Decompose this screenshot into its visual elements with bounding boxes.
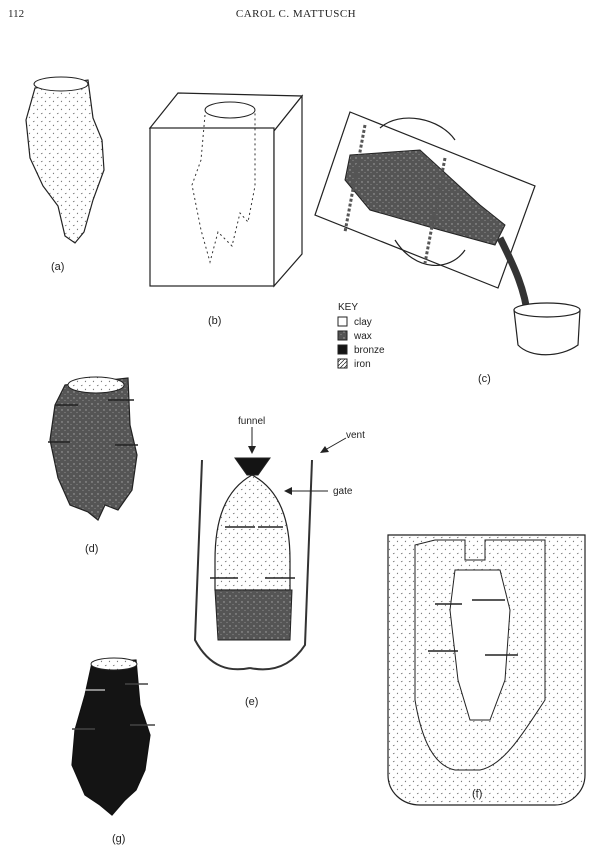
caption-a: (a) [51, 261, 64, 273]
caption-c: (c) [478, 373, 491, 385]
caption-b: (b) [208, 315, 221, 327]
key-swatch-wax [338, 331, 347, 340]
key-label-clay: clay [354, 317, 372, 328]
callout-vent: vent [346, 430, 365, 441]
callout-funnel: funnel [238, 416, 265, 427]
panel-e-sprue-system [195, 427, 346, 669]
key-swatch-bronze [338, 345, 347, 354]
panel-d-wax-hand [48, 377, 138, 520]
caption-e: (e) [245, 696, 258, 708]
key-title: KEY [338, 302, 358, 313]
caption-d: (d) [85, 543, 98, 555]
key-swatch-iron [338, 359, 347, 368]
key-label-bronze: bronze [354, 345, 385, 356]
callout-gate: gate [333, 486, 353, 497]
panel-a-clay-hand [26, 77, 104, 243]
panel-f-investment-mould [388, 535, 585, 805]
material-key: KEY clay wax bronze iron [338, 302, 385, 370]
key-swatch-clay [338, 317, 347, 326]
key-label-iron: iron [354, 359, 371, 370]
panel-g-bronze-hand [72, 658, 155, 815]
panel-b-clay-block [150, 93, 302, 286]
caption-f: (f) [472, 788, 482, 800]
caption-g: (g) [112, 833, 125, 845]
key-label-wax: wax [353, 331, 372, 342]
